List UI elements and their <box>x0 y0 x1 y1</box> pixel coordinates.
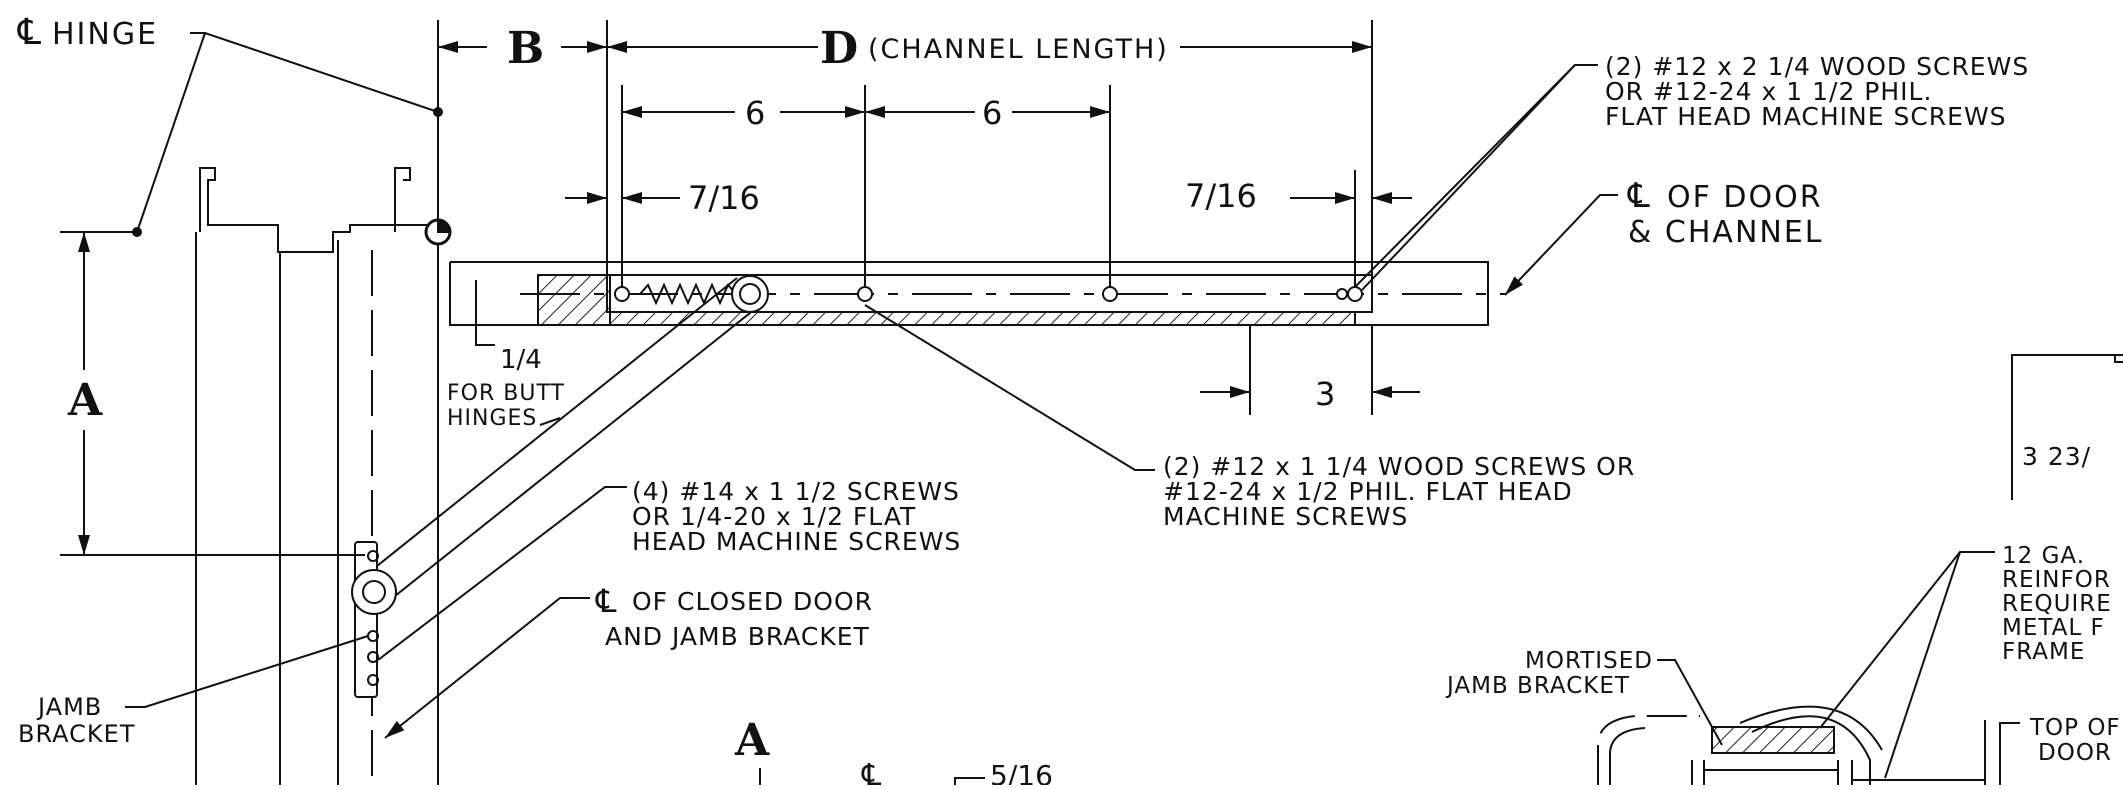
channel-screw-hole-5 <box>1336 288 1348 300</box>
arm-roller-inner <box>739 283 761 305</box>
top-of-door-label-2: DOOR <box>2038 740 2112 766</box>
jamb-hole-4 <box>367 674 379 686</box>
butt-hinges-label-2: HINGES <box>447 406 537 431</box>
channel-screw-hole-2 <box>857 286 873 302</box>
partial-dimension-label: 3 23/ <box>2022 442 2091 471</box>
five-sixteenths-label: 5/16 <box>990 759 1053 785</box>
mounting-block-left <box>537 274 611 326</box>
mortised-bracket-arc <box>1597 715 1700 785</box>
closed-door-label-2: AND JAMB BRACKET <box>605 622 870 651</box>
dim-716-left-label: 7/16 <box>688 179 760 217</box>
gauge-note-leader-2 <box>1884 551 1961 779</box>
mortised-bracket-arm-2 <box>1739 705 1883 751</box>
jamb-bracket-label-2: BRACKET <box>18 720 135 748</box>
dim-716-right-label: 7/16 <box>1185 177 1257 215</box>
mortised-bracket-arm <box>1751 715 1871 785</box>
hinge-pivot-fill <box>437 218 452 233</box>
quarter-inch-leader <box>475 325 495 346</box>
top-of-door-leader <box>1999 722 2020 785</box>
dim-d-label: D <box>820 23 858 74</box>
top-of-door-label-1: TOP OF <box>2029 715 2121 741</box>
mortised-leader <box>1657 659 1723 746</box>
mortised-bracket-plate <box>1711 726 1835 754</box>
dim-3-label: 3 <box>1315 375 1335 413</box>
low-screws-leader <box>377 486 627 661</box>
hinge-leader-line-2 <box>136 32 206 233</box>
gauge-note-line-4: METAL F <box>2002 615 2105 641</box>
mortised-label-1: MORTISED <box>1525 648 1653 674</box>
section-a-label: A <box>734 715 770 766</box>
channel-screw-hole-1 <box>614 286 630 302</box>
hinge-leader-line <box>190 32 439 113</box>
mortised-bracket-arc-2 <box>1609 727 1646 785</box>
lower-centerline-symbol: ℄ <box>861 758 881 785</box>
top-screws-note-line-2: OR #12-24 x 1 1/2 PHIL. <box>1605 77 1932 106</box>
mounting-block-bottom <box>609 311 1356 326</box>
gauge-note-line-1: 12 GA. <box>2002 543 2085 569</box>
butt-hinges-underline <box>539 417 561 426</box>
gauge-note-line-2: REINFOR <box>2002 567 2111 593</box>
right-section-notch <box>2114 355 2123 363</box>
closed-door-label-1: OF CLOSED DOOR <box>632 587 873 616</box>
dim-6-right-label: 6 <box>982 94 1002 132</box>
closed-door-cl-symbol: ℄ <box>595 582 617 620</box>
jamb-bracket <box>354 541 378 698</box>
door-channel-cl-leader <box>1504 194 1618 296</box>
five-sixteenths-leader <box>954 777 985 785</box>
mortised-label-2: JAMB BRACKET <box>1445 673 1630 699</box>
mid-screws-note-line-1: (2) #12 x 1 1/4 WOOD SCREWS OR <box>1163 452 1635 481</box>
quarter-inch-label: 1/4 <box>500 345 542 375</box>
low-screws-note-line-3: HEAD MACHINE SCREWS <box>632 527 961 556</box>
jamb-hole-3 <box>367 651 379 663</box>
top-screws-note-line-3: FLAT HEAD MACHINE SCREWS <box>1605 102 2007 131</box>
hinge-label: HINGE <box>52 17 158 52</box>
jamb-hole-1 <box>367 550 379 562</box>
gauge-note-line-5: FRAME <box>2002 639 2085 665</box>
door-channel-cl-label-1: OF DOOR <box>1667 180 1823 215</box>
mid-screws-note-line-2: #12-24 x 1/2 PHIL. FLAT HEAD <box>1163 477 1573 506</box>
hinge-centerline-symbol: ℄ <box>17 12 41 53</box>
jamb-bracket-label-1: JAMB <box>36 693 102 721</box>
top-screws-leader <box>1351 64 1598 291</box>
arm-roller <box>731 275 769 313</box>
door-channel-cl-symbol: ℄ <box>1627 176 1650 216</box>
gauge-note-leader <box>1819 551 1995 729</box>
butt-hinges-label-1: FOR BUTT <box>447 381 565 406</box>
jamb-bracket-pivot-inner <box>362 580 386 604</box>
closer-spring <box>639 282 737 306</box>
jamb-bracket-leader <box>125 635 369 708</box>
top-screws-leader-2 <box>1361 64 1576 291</box>
dim-a-label: A <box>67 375 103 426</box>
mid-screws-note-line-3: MACHINE SCREWS <box>1163 502 1408 531</box>
frame-profile-right-hook <box>394 167 411 232</box>
mid-screws-leader <box>864 304 1155 471</box>
low-screws-note-line-2: OR 1/4-20 x 1/2 FLAT <box>632 502 916 531</box>
dim-6-left-label: 6 <box>745 94 765 132</box>
right-section-box <box>2011 354 2123 500</box>
top-screws-note-line-1: (2) #12 x 2 1/4 WOOD SCREWS <box>1605 52 2029 81</box>
jamb-bracket-pivot <box>351 569 397 615</box>
channel-length-label: (CHANNEL LENGTH) <box>868 34 1169 65</box>
gauge-note-line-3: REQUIRE <box>2002 591 2112 617</box>
closer-channel <box>606 274 1373 313</box>
closed-door-leader <box>384 597 590 739</box>
frame-profile <box>199 167 438 253</box>
channel-screw-hole-4 <box>1347 286 1363 302</box>
channel-screw-hole-3 <box>1102 286 1118 302</box>
low-screws-note-line-1: (4) #14 x 1 1/2 SCREWS <box>632 477 960 506</box>
dim-b-label: B <box>507 23 544 74</box>
door-channel-cl-label-2: & CHANNEL <box>1628 215 1824 250</box>
